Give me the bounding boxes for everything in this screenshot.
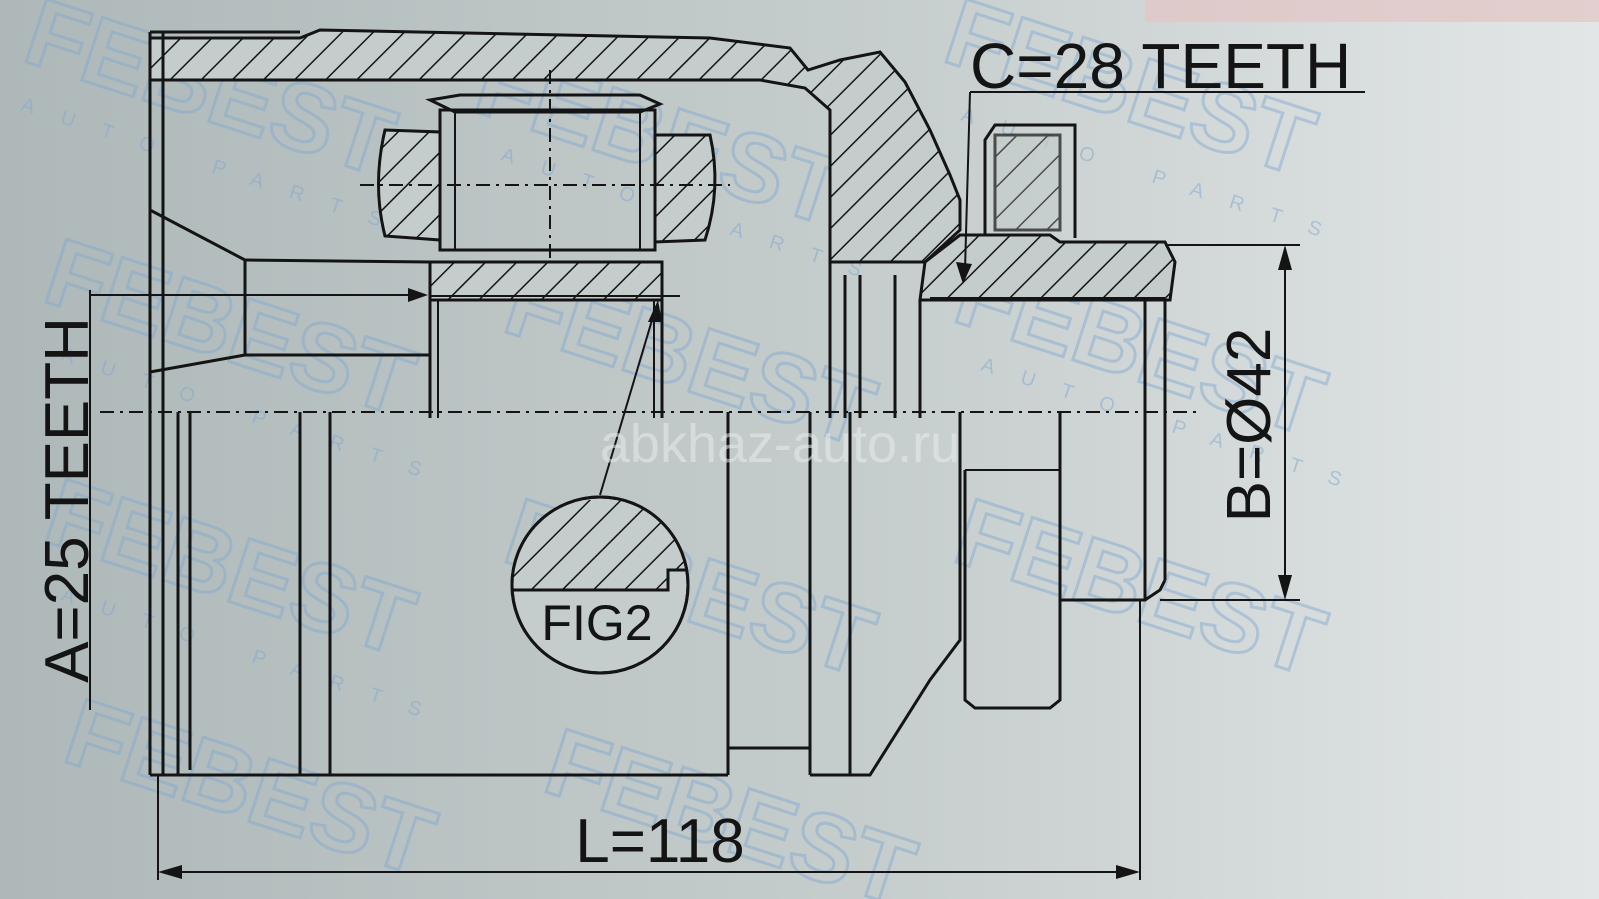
b-diameter-label: B=Ø42 xyxy=(1215,328,1284,523)
leader-lines xyxy=(90,91,1365,496)
site-watermark: abkhaz-auto.ru xyxy=(600,414,960,474)
l-length-label: L=118 xyxy=(575,807,745,876)
fig2-detail: FIG2 xyxy=(510,495,690,675)
screen-edge xyxy=(1145,0,1599,22)
housing-section xyxy=(100,28,1200,777)
dimension-lines xyxy=(89,244,1300,880)
fig2-label: FIG2 xyxy=(541,595,652,651)
a-teeth-label: A=25 TEETH xyxy=(33,317,102,683)
c-teeth-label: C=28 TEETH xyxy=(970,30,1351,102)
